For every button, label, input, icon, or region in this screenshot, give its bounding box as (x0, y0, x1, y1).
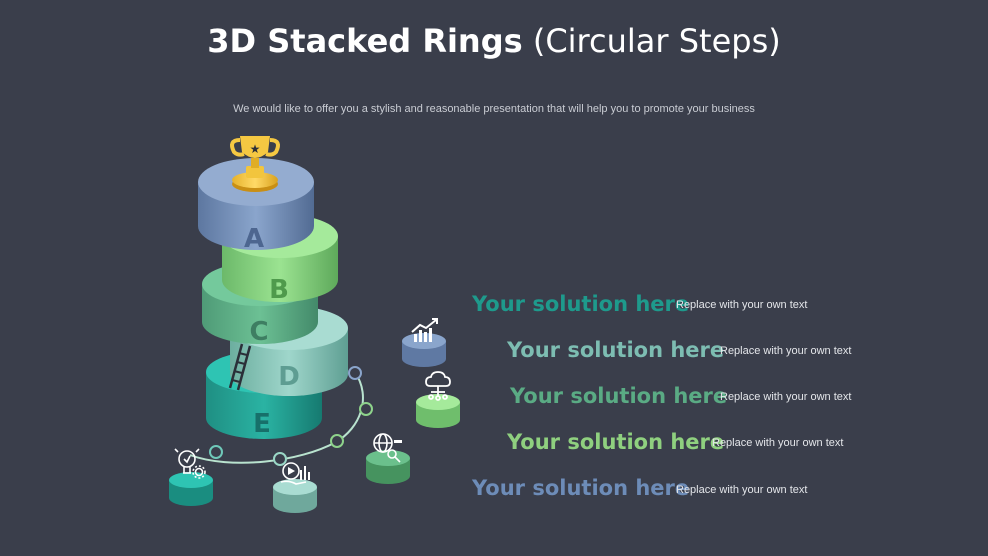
pedestal-presentation (273, 462, 317, 513)
pedestal-cloud-network (416, 371, 460, 428)
title-light: (Circular Steps) (532, 22, 781, 60)
cloud-network-icon (425, 371, 451, 401)
pedestal-chart-growth (402, 318, 446, 367)
solution-title-3: Your solution here (510, 384, 728, 408)
solution-text-3: Replace with your own text (720, 391, 852, 403)
solution-text-5: Replace with your own text (676, 484, 808, 496)
ring-label-b: B (269, 275, 289, 305)
solution-text-2: Replace with your own text (720, 345, 852, 357)
solution-title-2: Your solution here (507, 338, 725, 362)
idea-gear-icon (174, 448, 206, 479)
solution-title-5: Your solution here (472, 476, 690, 500)
solution-title-1: Your solution here (472, 292, 690, 316)
page-subtitle: We would like to offer you a stylish and… (233, 103, 755, 115)
trophy-icon: ★ (230, 136, 280, 192)
title-bold: 3D Stacked Rings (207, 22, 523, 60)
solution-text-1: Replace with your own text (676, 299, 808, 311)
svg-text:★: ★ (250, 142, 261, 156)
page-title: 3D Stacked Rings (Circular Steps) (0, 22, 988, 60)
ladder-icon (228, 343, 252, 391)
chart-growth-icon (411, 318, 438, 342)
globe-search-icon (373, 433, 402, 463)
solution-text-4: Replace with your own text (712, 437, 844, 449)
ring-label-c: C (249, 317, 268, 347)
ring-label-d: D (278, 362, 300, 392)
path-nodes (209, 366, 373, 466)
pedestal-globe-search (366, 433, 410, 484)
ring-label-a: A (244, 224, 264, 254)
pedestal-idea-gear (169, 448, 213, 506)
solution-title-4: Your solution here (507, 430, 725, 454)
ring-label-e: E (253, 409, 271, 439)
presentation-icon (280, 462, 310, 485)
